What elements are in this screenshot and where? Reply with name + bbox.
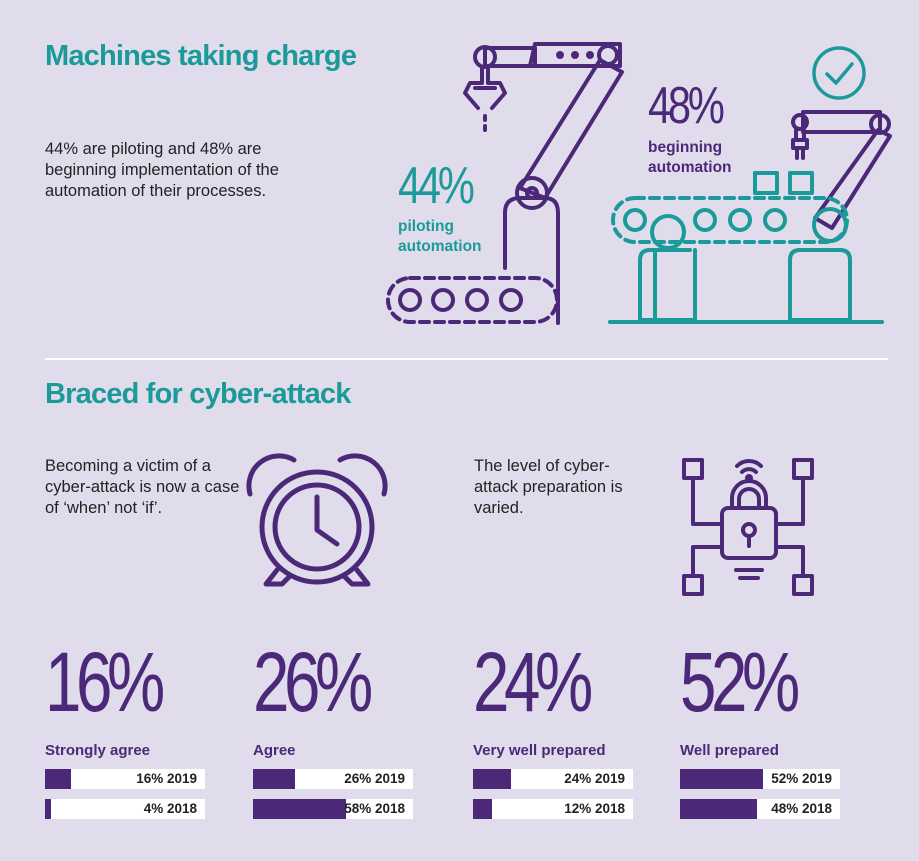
section-title-cyber: Braced for cyber-attack — [45, 378, 351, 410]
network-lock-icon — [682, 458, 814, 596]
bar-value-label: 58% 2018 — [344, 801, 405, 816]
bar-2019: 52% 2019 — [680, 769, 840, 789]
beginning-label-1: beginning — [648, 139, 723, 156]
piloting-label-2: automation — [398, 238, 482, 255]
bar-fill — [45, 799, 52, 819]
bar-fill — [253, 799, 346, 819]
bar-fill — [253, 769, 295, 789]
bar-value-label: 12% 2018 — [564, 801, 625, 816]
bar-2018: 58% 2018 — [253, 799, 413, 819]
stat-label: Agree — [253, 742, 296, 759]
bar-2019: 24% 2019 — [473, 769, 633, 789]
stat-big-percent: 26% — [253, 635, 373, 729]
stat-big-percent: 16% — [45, 635, 165, 729]
bar-value-label: 48% 2018 — [771, 801, 832, 816]
cyber-preparation-text: The level of cyber-attack preparation is… — [474, 457, 623, 517]
alarm-clock-icon — [246, 453, 388, 587]
stat-label: Strongly agree — [45, 742, 151, 759]
bar-2019: 26% 2019 — [253, 769, 413, 789]
stat-label: Very well prepared — [473, 742, 606, 759]
checkmark-circle-icon — [812, 46, 866, 100]
bar-value-label: 4% 2018 — [143, 801, 197, 816]
robot-arm-icon — [386, 42, 624, 325]
bar-fill — [473, 799, 493, 819]
bar-value-label: 24% 2019 — [564, 771, 625, 786]
piloting-label-1: piloting — [398, 218, 454, 235]
bar-fill — [680, 769, 764, 789]
automation-description: 44% are piloting and 48% are beginning i… — [45, 140, 279, 200]
cyber-victim-text: Becoming a victim of a cyber-attack is n… — [45, 457, 240, 517]
piloting-percent: 44% — [398, 157, 475, 215]
bar-2019: 16% 2019 — [45, 769, 205, 789]
bar-2018: 4% 2018 — [45, 799, 205, 819]
bar-2018: 12% 2018 — [473, 799, 633, 819]
bar-value-label: 52% 2019 — [771, 771, 832, 786]
conveyor-belt-icon — [608, 110, 892, 324]
bar-fill — [45, 769, 71, 789]
bar-fill — [473, 769, 512, 789]
bar-value-label: 26% 2019 — [344, 771, 405, 786]
stat-big-percent: 24% — [473, 635, 593, 729]
section-divider — [45, 358, 888, 360]
section-title-automation: Machines taking charge — [45, 40, 357, 72]
beginning-label-2: automation — [648, 159, 732, 176]
bar-fill — [680, 799, 757, 819]
beginning-percent: 48% — [648, 77, 725, 135]
bar-2018: 48% 2018 — [680, 799, 840, 819]
bar-value-label: 16% 2019 — [136, 771, 197, 786]
stat-big-percent: 52% — [680, 635, 800, 729]
stat-label: Well prepared — [680, 742, 779, 759]
